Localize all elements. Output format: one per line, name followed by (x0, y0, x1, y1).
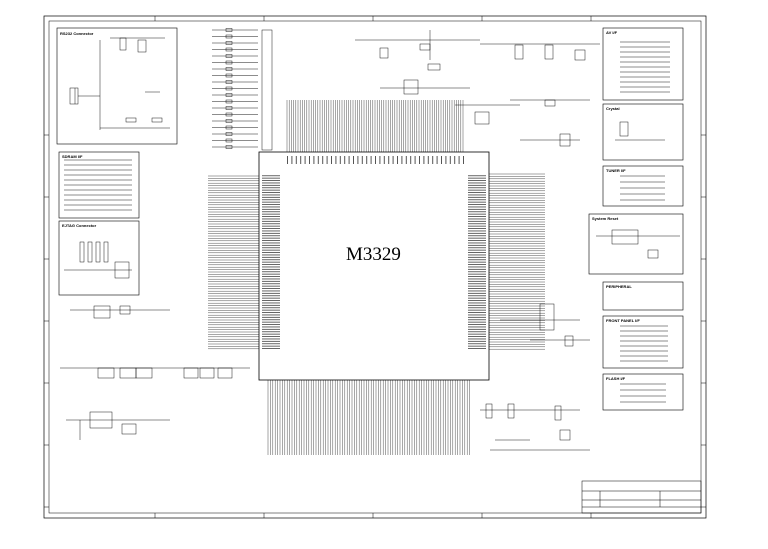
avif-title: AV I/F (606, 30, 618, 35)
peripheral-title: PERIPHERAL (606, 284, 632, 289)
avif-box (602, 27, 684, 101)
chip-pin-labels (262, 156, 486, 349)
sdram-title: SDRAM I/F (62, 154, 83, 159)
front-panel-box (602, 315, 684, 369)
peripheral-box (602, 281, 684, 311)
tuner-box (602, 165, 684, 207)
rs232-title: RS232 Connector (60, 31, 94, 36)
chip-pins (208, 100, 545, 455)
chip-label: M3329 (346, 244, 401, 265)
block-boxes (56, 27, 684, 411)
misc-circuitry (60, 28, 680, 451)
ejtag-title: EJTAG Connector (62, 223, 97, 228)
sdram-box (58, 151, 140, 219)
title-block (581, 480, 702, 514)
frame-ticks (44, 16, 706, 518)
sheet-frame-inner (48, 20, 702, 514)
m3329-chip-body (258, 151, 490, 381)
system-reset-title: System Reset (592, 216, 619, 221)
system-reset-box (588, 213, 684, 275)
flash-box (602, 373, 684, 411)
tuner-title: TUNER I/F (606, 168, 626, 173)
flash-title: FLASH I/F (606, 376, 626, 381)
ejtag-box (58, 220, 140, 296)
sheet-frame-outer (43, 15, 707, 519)
crystal-title: Crystal (606, 106, 620, 111)
front-panel-title: FRONT PANEL I/F (606, 318, 640, 323)
crystal-box (602, 103, 684, 161)
rs232-box (56, 27, 178, 145)
